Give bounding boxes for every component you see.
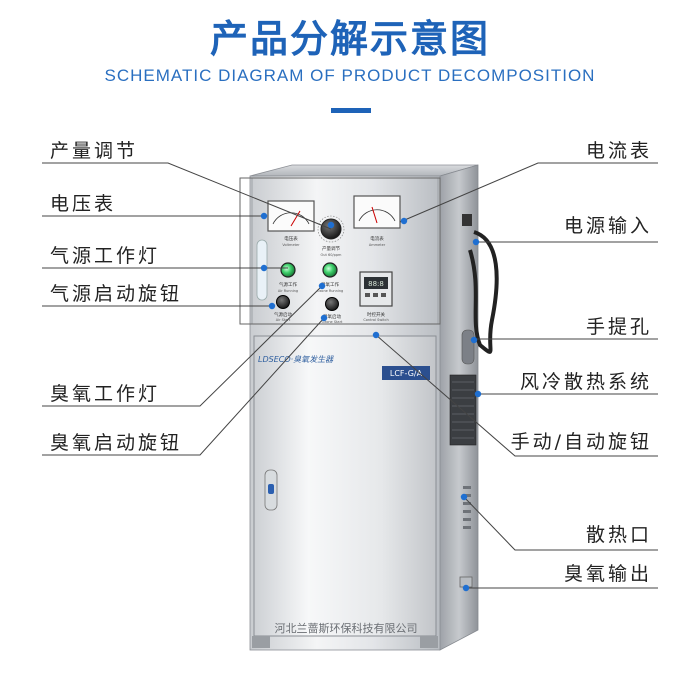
air-running-label: 气源工作 <box>279 281 297 288</box>
label-manual-auto-knob: 手动/自动旋钮 <box>510 431 652 453</box>
leader-markers <box>260 212 482 592</box>
cabinet-foot-left <box>252 636 270 648</box>
svg-text:88:8: 88:8 <box>368 280 384 288</box>
air-running-sublabel: Air Running <box>278 289 298 293</box>
output-adjust-sublabel: Out 60/ppm <box>321 253 343 257</box>
ozone-generator-machine: 电压表 Voltmeter 电流表 Ammeter 产量调节 Out 60/pp… <box>239 164 499 651</box>
label-ozone-lamp: 臭氧工作灯 <box>50 383 161 405</box>
ozone-start-label: 臭氧启动 <box>323 313 341 320</box>
ozone-start-sublabel: Ozone Start <box>322 320 343 324</box>
voltmeter-label: 电压表 <box>284 235 298 242</box>
label-air-start-knob: 气源启动旋钮 <box>50 283 183 305</box>
company-label: 河北兰蔷斯环保科技有限公司 <box>275 621 418 635</box>
page-subtitle: SCHEMATIC DIAGRAM OF PRODUCT DECOMPOSITI… <box>104 66 596 85</box>
label-voltmeter: 电压表 <box>50 193 117 215</box>
leader-lines <box>42 162 658 589</box>
label-air-lamp: 气源工作灯 <box>50 245 161 267</box>
leader-output-adjust <box>42 162 332 230</box>
heat-vent <box>463 486 471 529</box>
ozone-start-knob[interactable] <box>325 297 339 311</box>
ozone-running-sublabel: Ozone Running <box>317 289 344 293</box>
label-ammeter: 电流表 <box>585 140 652 162</box>
output-adjust-label: 产量调节 <box>322 245 340 252</box>
leader-vent <box>463 496 658 551</box>
timer-sublabel: Control Switch <box>363 318 388 322</box>
title-underline <box>331 108 371 113</box>
air-start-sublabel: Air Start <box>276 318 291 322</box>
label-handle-hole: 手提孔 <box>585 316 652 338</box>
ammeter-sublabel: Ammeter <box>369 243 386 247</box>
timer-label: 时控开关 <box>367 311 385 318</box>
label-power-input: 电源输入 <box>563 215 652 237</box>
cabinet-door <box>253 335 437 637</box>
leader-ozone-lamp <box>42 285 323 407</box>
leader-ozone-start <box>42 317 325 456</box>
cabinet-foot-right <box>420 636 438 648</box>
ammeter-label: 电流表 <box>370 235 384 242</box>
voltmeter <box>267 200 315 232</box>
label-heat-vent: 散热口 <box>585 524 652 546</box>
model-label: LCF-G/A <box>390 369 423 378</box>
label-fan-cooling: 风冷散热系统 <box>519 371 652 393</box>
brand-label: LDSECO·臭氧发生器 <box>258 355 334 364</box>
model-plate <box>382 366 430 380</box>
leader-manual-auto <box>375 334 658 457</box>
label-output-adjust: 产量调节 <box>50 140 139 162</box>
ozone-running-label: 臭氧工作 <box>321 281 339 288</box>
page-title: 产品分解示意图 <box>209 17 490 61</box>
cabinet-top <box>249 164 479 177</box>
label-ozone-start-knob: 臭氧启动旋钮 <box>50 432 183 454</box>
power-cable <box>468 230 499 354</box>
ammeter <box>353 195 401 229</box>
air-start-label: 气源启动 <box>274 311 292 318</box>
air-start-knob[interactable] <box>276 295 290 309</box>
fan-grill <box>449 374 477 446</box>
leader-ammeter <box>399 162 658 223</box>
label-ozone-output: 臭氧输出 <box>563 563 652 585</box>
voltmeter-sublabel: Voltmeter <box>282 243 300 247</box>
air-running-lamp <box>280 262 296 278</box>
ozone-running-lamp <box>322 262 338 278</box>
handle-hole <box>461 329 475 365</box>
